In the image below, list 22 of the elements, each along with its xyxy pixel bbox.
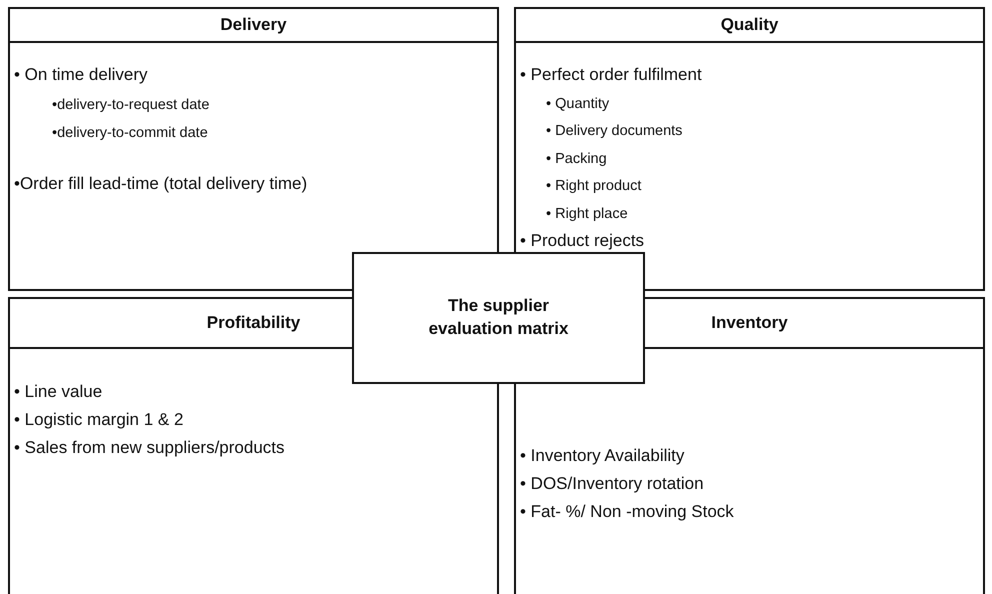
list-item: • Sales from new suppliers/products: [14, 438, 285, 458]
quadrant-panel: [8, 7, 499, 291]
list-item: • Quantity: [546, 96, 610, 112]
list-item: • Logistic margin 1 & 2: [14, 410, 184, 430]
list-item: • Delivery documents: [546, 123, 682, 139]
list-item: • Packing: [546, 151, 607, 167]
quadrant-panel: [514, 7, 985, 291]
list-item: • Product rejects: [520, 231, 644, 251]
panel-heading: Delivery: [10, 9, 497, 43]
list-item: • DOS/Inventory rotation: [520, 474, 704, 494]
list-item: •delivery-to-request date: [52, 97, 210, 113]
list-item: • Right place: [546, 206, 628, 222]
center-box: [352, 252, 645, 384]
list-item: • Fat- %/ Non -moving Stock: [520, 502, 734, 522]
list-item: •Order fill lead-time (total delivery time): [14, 174, 308, 194]
list-item: • Right product: [546, 178, 642, 194]
list-item: • Perfect order fulfilment: [520, 65, 702, 85]
list-item: • Inventory Availability: [520, 446, 684, 466]
list-item: •delivery-to-commit date: [52, 125, 208, 141]
list-item: • On time delivery: [14, 65, 148, 85]
list-item: • Line value: [14, 382, 102, 402]
panel-heading: Quality: [516, 9, 983, 43]
